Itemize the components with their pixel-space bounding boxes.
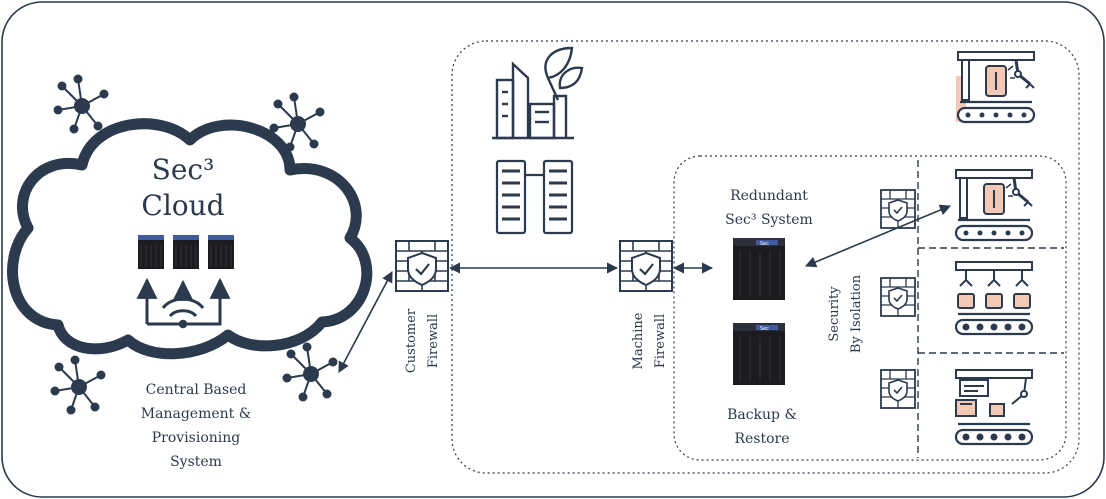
machine-firewall-icon <box>618 239 674 293</box>
management-line1: Central Based <box>145 382 247 398</box>
server-tower-icon <box>542 159 574 235</box>
network-node-icon <box>52 73 110 135</box>
backup-label: Backup & Restore <box>704 403 820 451</box>
server-badge: Sec <box>760 326 769 332</box>
backup-line1: Backup & <box>727 407 797 423</box>
cloud-server-icon <box>172 234 200 270</box>
factory-icon <box>492 46 584 140</box>
wifi-icon <box>136 277 231 329</box>
backup-server-icon: Sec <box>733 323 785 385</box>
server-tower-icon <box>495 159 527 235</box>
cloud-title-line2: Cloud <box>141 189 225 222</box>
backup-line2: Restore <box>734 431 790 447</box>
cloud-title: Sec³ Cloud <box>118 152 248 224</box>
isolation-firewall-icon <box>880 277 916 317</box>
isolation-line1: Security <box>827 286 842 342</box>
cloud-server-icon <box>137 234 165 270</box>
control-panel-machine-icon <box>954 369 1034 446</box>
network-node-icon <box>281 341 339 403</box>
network-node-icon <box>49 354 107 416</box>
assembly-machine-icon <box>954 261 1034 336</box>
management-label: Central Based Management & Provisioning … <box>126 378 266 474</box>
machine-region <box>673 155 1067 461</box>
machine-firewall-label: Machine Firewall <box>628 301 672 381</box>
robot-arm-machine-icon <box>956 170 1032 240</box>
isolation-line2: By Isolation <box>849 274 864 354</box>
redundant-label: Redundant Sec³ System <box>704 184 834 232</box>
cloud-server-icon <box>207 234 235 270</box>
customer-firewall-icon <box>394 239 450 293</box>
redundant-line1: Redundant <box>730 188 808 204</box>
isolation-label: Security By Isolation <box>824 264 868 364</box>
connection-arrows <box>338 204 952 373</box>
server-badge: Sec <box>760 241 769 247</box>
cloud-title-line1: Sec³ <box>151 153 215 186</box>
management-line4: System <box>170 454 222 470</box>
isolation-firewall-icon <box>880 369 916 409</box>
machine-firewall-line1: Machine <box>631 312 646 370</box>
redundant-server-icon: Sec <box>733 238 785 300</box>
redundant-line2: Sec³ System <box>725 212 813 228</box>
customer-firewall-line2: Firewall <box>426 313 441 369</box>
management-line2: Management & <box>140 406 252 422</box>
customer-firewall-line1: Customer <box>404 308 419 374</box>
machine-firewall-line2: Firewall <box>653 313 668 369</box>
customer-firewall-label: Customer Firewall <box>401 301 445 381</box>
production-machine-icon <box>956 52 1034 122</box>
management-line3: Provisioning <box>151 430 241 446</box>
